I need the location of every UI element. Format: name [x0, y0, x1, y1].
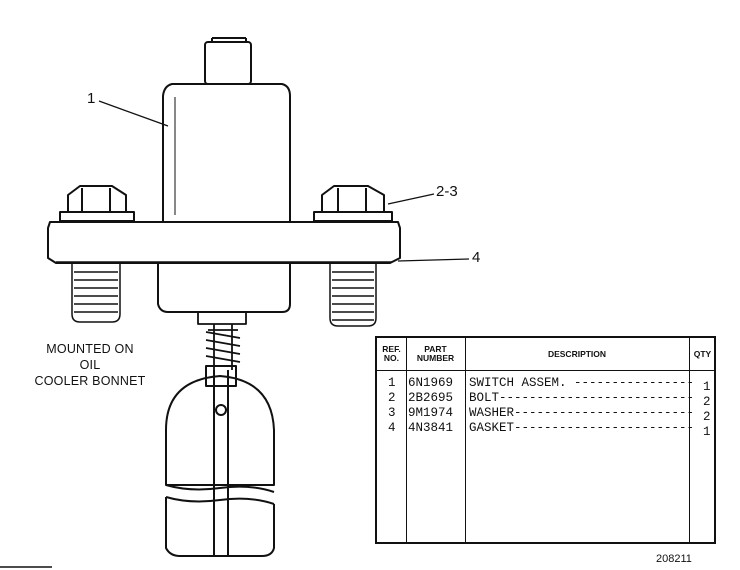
row-part-number: 9M1974 [408, 406, 454, 420]
row-ref: 2 [388, 391, 396, 405]
mounting-note-line-2: OIL [79, 358, 101, 372]
mounting-note-line-1: MOUNTED ON [46, 342, 134, 356]
row-part-number: 6N1969 [408, 376, 454, 390]
header-qty: QTY [693, 348, 712, 359]
row-part-number: 2B2695 [408, 391, 454, 405]
switch-top-stem [204, 37, 252, 85]
callout-1: 1 [87, 90, 96, 107]
row-description: WASHER------------------------ [469, 406, 695, 420]
row-ref: 3 [388, 406, 396, 420]
left-bolt-thread [71, 264, 121, 323]
callout-4: 4 [472, 249, 481, 266]
row-description: BOLT-------------------------- [469, 391, 695, 405]
table-row: 3 9M1974 WASHER------------------------ … [377, 406, 714, 424]
row-qty: 1 [703, 425, 711, 439]
table-row: 1 6N1969 SWITCH ASSEM. ---------------- … [377, 376, 714, 394]
row-qty: 2 [703, 410, 711, 424]
figure-number: 208211 [656, 553, 692, 565]
left-bolt-head [59, 185, 135, 222]
mounting-note: MOUNTED ON OIL COOLER BONNET [30, 341, 150, 389]
row-ref: 1 [388, 376, 396, 390]
table-row: 4 4N3841 GASKET------------------------ … [377, 421, 714, 439]
switch-lower-body [157, 263, 291, 313]
row-description: SWITCH ASSEM. ---------------- [469, 376, 695, 390]
right-bolt-thread [329, 264, 377, 327]
mounting-note-line-3: COOLER BONNET [34, 374, 146, 388]
row-part-number: 4N3841 [408, 421, 454, 435]
leader-lines [98, 100, 470, 262]
header-description: DESCRIPTION [547, 348, 607, 359]
right-bolt-head [313, 185, 393, 222]
header-ref-no: REF.NO. [382, 344, 401, 363]
flange-plate [47, 221, 401, 264]
table-row: 2 2B2695 BOLT-------------------------- … [377, 391, 714, 409]
row-qty: 1 [703, 380, 711, 394]
row-qty: 2 [703, 395, 711, 409]
float-assembly [165, 365, 275, 557]
callout-2-3: 2-3 [436, 183, 458, 200]
row-description: GASKET------------------------ [469, 421, 695, 435]
switch-spring [197, 311, 247, 370]
switch-housing [162, 83, 291, 223]
row-ref: 4 [388, 421, 396, 435]
